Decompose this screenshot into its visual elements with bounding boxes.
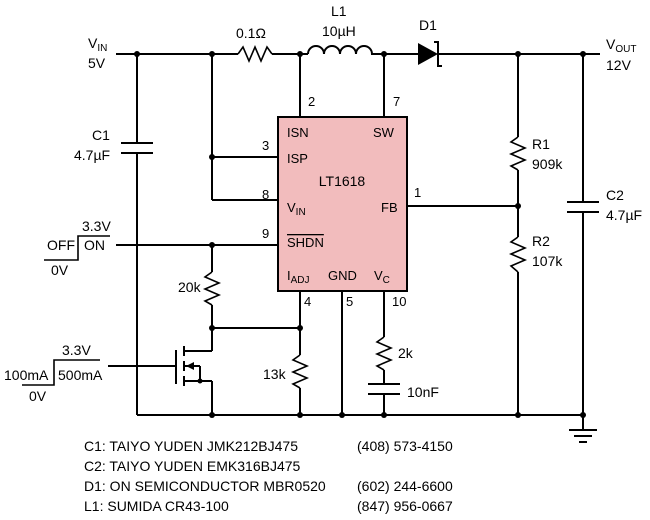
pin-gnd-label: GND [328,268,357,283]
r-2k-resistor [374,336,394,371]
ground-symbol [569,429,597,443]
rsense-label: 0.1Ω [236,25,266,41]
r-2k-label: 2k [398,345,414,361]
r-13k-resistor [290,354,310,389]
pin-number-shdn: 9 [262,226,269,241]
pin-isn-label: ISN [287,125,309,140]
mos-low-label: 0V [29,388,47,404]
shdn-high-label: 3.3V [82,218,111,234]
note-phone: (602) 244-6600 [357,478,453,494]
shdn-low-label: 0V [51,262,69,278]
c1-value: 4.7µF [74,147,110,163]
shdn-step-waveform [44,235,110,261]
note-phone: (408) 573-4150 [357,438,453,454]
pin-number-vc: 10 [392,294,406,309]
pin-isp-label: ISP [287,151,308,166]
pin-number-isp: 3 [262,138,269,153]
note-part: L1: SUMIDA CR43-100 [84,498,229,514]
r2-value: 107k [532,253,563,269]
r1-resistor [508,136,528,171]
ic-name: LT1618 [319,173,366,189]
mos-100ma-label: 100mA [4,367,49,383]
pin-number-gnd: 5 [346,294,353,309]
mos-500ma-label: 500mA [58,367,103,383]
shdn-on-label: ON [84,237,105,253]
l1-value: 10µH [322,23,356,39]
d1-name: D1 [419,17,437,33]
pin-number-sw: 7 [393,94,400,109]
vout-label: VOUT [606,36,636,55]
note-part: C1: TAIYO YUDEN JMK212BJ475 [84,438,298,454]
l1-name: L1 [331,3,347,19]
vin-label: VIN [88,35,107,54]
pin-number-isn: 2 [308,94,315,109]
rsense-resistor [237,44,273,64]
pin-fb-label: FB [381,200,398,215]
shdn-off-label: OFF [47,237,75,253]
c2-value: 4.7µF [606,207,642,223]
r1-name: R1 [532,136,550,152]
pin-sw-label: SW [373,125,395,140]
pin-number-iadj: 4 [304,294,311,309]
c1-name: C1 [92,127,110,143]
r2-resistor [508,236,528,273]
pin-vc-label: VC [374,268,390,286]
r1-value: 909k [532,156,563,172]
vout-value: 12V [606,57,632,73]
mos-step-waveform [22,359,100,386]
pin-vin-label: VIN [287,200,306,218]
pin-iadj-label: IADJ [287,268,310,286]
ic-body [277,116,408,292]
r2-name: R2 [532,233,550,249]
mosfet-transistor [108,345,213,415]
pin-number-vin: 8 [262,187,269,202]
note-part: D1: ON SEMICONDUCTOR MBR0520 [84,478,326,494]
r-20k-label: 20k [178,279,202,295]
pin-number-fb: 1 [414,185,421,200]
pin-shdn-label: SHDN [287,235,324,250]
l1-inductor [307,45,384,55]
d1-diode [418,43,438,65]
note-phone: (847) 956-0667 [357,498,453,514]
c-10nf-label: 10nF [407,384,439,400]
r-20k-resistor [202,271,222,306]
r-13k-label: 13k [263,366,287,382]
note-part: C2: TAIYO YUDEN EMK316BJ475 [84,458,301,474]
c2-name: C2 [606,187,624,203]
vin-value: 5V [88,55,106,71]
mos-high-label: 3.3V [62,342,91,358]
